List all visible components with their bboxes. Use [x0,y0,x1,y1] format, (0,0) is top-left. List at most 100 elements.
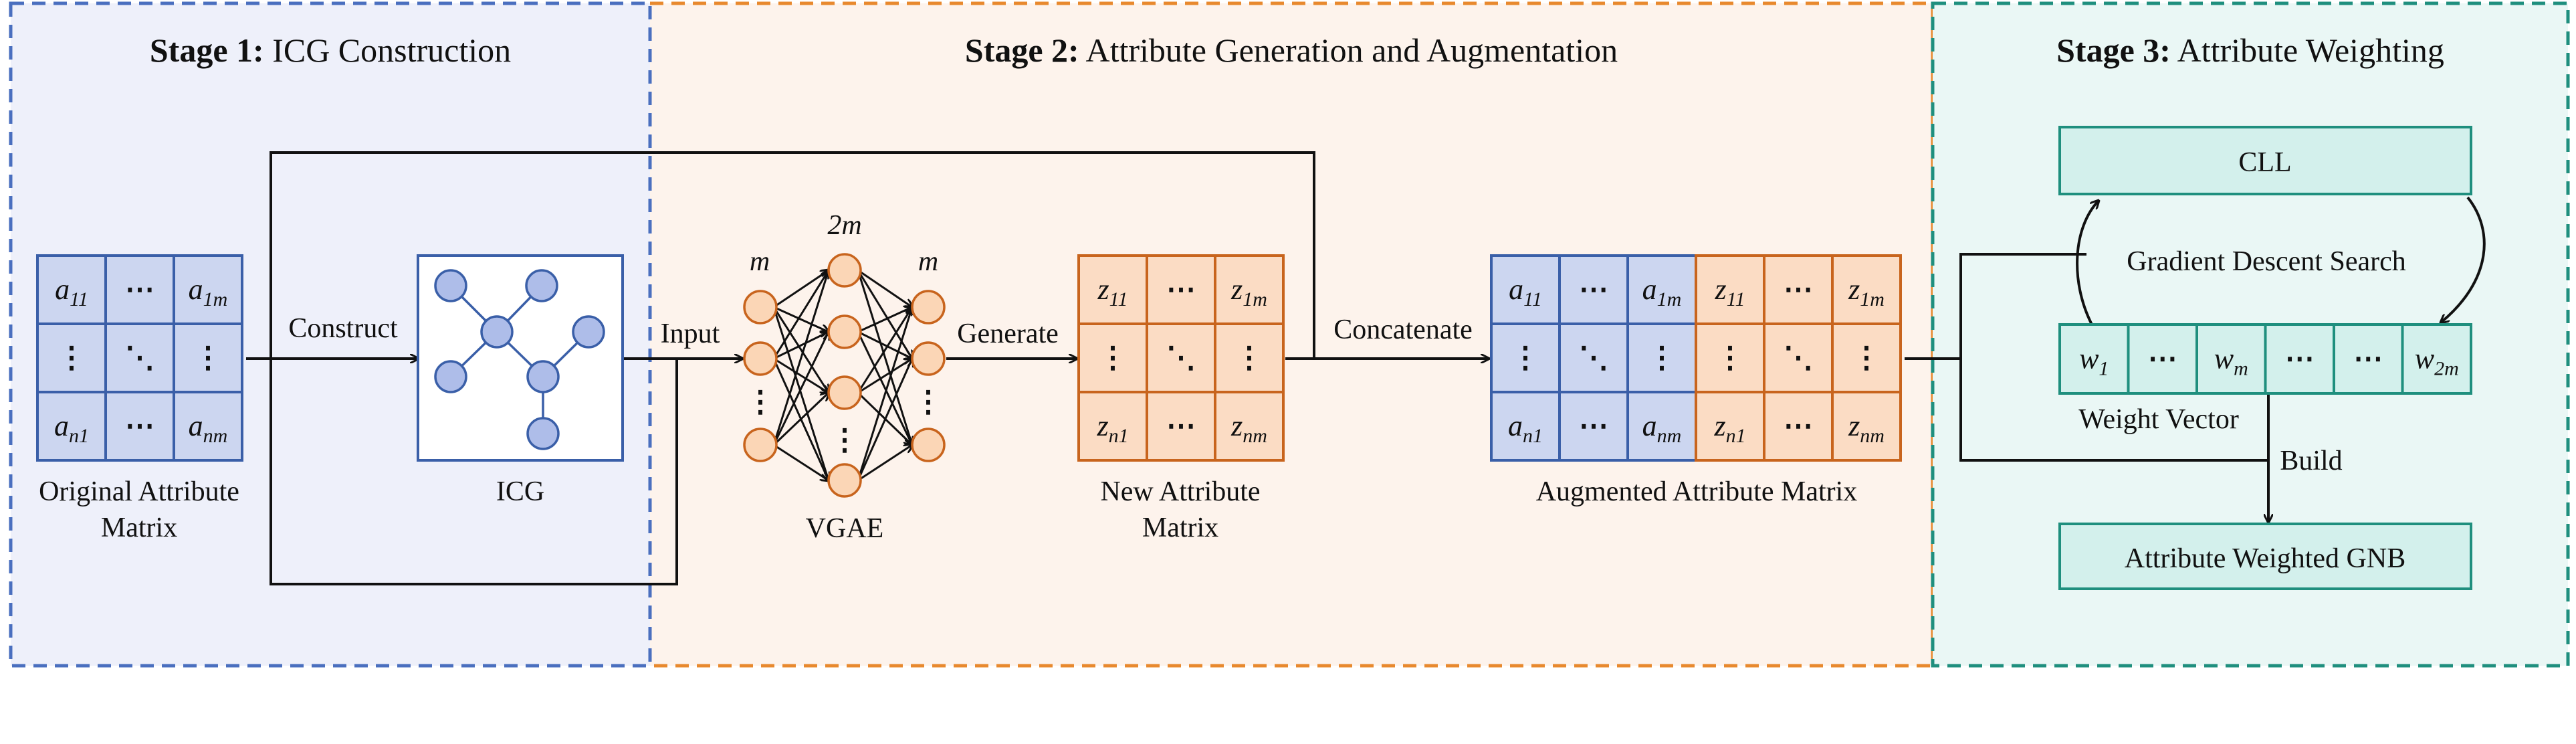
augmented-z-cell-text: zn1 [1713,409,1745,447]
icg-node [526,360,560,393]
new-matrix-cell-text: zn1 [1096,409,1128,447]
vgae-edge [857,270,912,445]
vgae-edge [857,331,912,359]
vgae-node [743,428,778,462]
augmented-a-cell-text: ⋮ [1647,341,1677,374]
gradient-descent-label: Gradient Descent Search [2127,246,2405,277]
original-attribute-matrix: a11⋯a1m⋮⋱⋮an1⋯anm [36,254,243,462]
new-matrix-cell-text: ⋯ [1166,273,1196,306]
original-matrix-cell [173,391,243,462]
nn-2m-label: 2m [827,210,861,241]
vgae-edge [773,332,829,360]
original-matrix-cell [104,391,175,462]
vgae-edge [857,359,912,481]
new-matrix-cell-text: z1m [1230,273,1267,310]
vgae-edge [772,306,829,480]
new-matrix-cell [1214,322,1285,393]
original-matrix-cell-text: ⋱ [125,341,154,374]
nn-m-left-label: m [750,246,770,277]
vgae-node [827,253,862,288]
icg-node [526,417,560,450]
new-matrix-cell-text: ⋱ [1166,341,1196,374]
vgae-node [911,428,946,462]
weight-cell [2401,323,2472,395]
augmented-z-cell [1695,322,1765,393]
stage3-bracket [1959,253,2268,462]
weight-cell-text: w1 [2079,343,2109,380]
vgae-node [911,290,946,324]
new-matrix-caption-line2: Matrix [1142,513,1218,543]
augmented-a-cell-text: a1m [1642,273,1682,310]
stage2-title: Stage 2: Attribute Generation and Augmen… [965,31,1618,69]
new-matrix-cell [1077,322,1148,393]
vgae-edge [772,332,829,446]
icg-node [572,315,605,349]
weight-cell [2333,323,2404,395]
vgae-edge [773,306,829,332]
original-matrix-cell-text: a1m [189,273,228,310]
vgae-edge [772,306,829,393]
new-matrix-cell-text: ⋮ [1098,341,1128,374]
vgae-vdots: ⋮ [830,424,859,456]
augmented-a-cell-text: ⋮ [1511,341,1540,374]
vgae-node [827,463,862,498]
original-matrix-cell [173,254,243,325]
augmented-z-cell-text: z11 [1715,273,1745,310]
svg-text:CLL: CLL [2238,147,2291,178]
original-matrix-cell-text: ⋯ [125,409,154,442]
augmented-z-cell [1831,391,1902,462]
vgae-node [911,341,946,376]
new-matrix-cell-text: z11 [1097,273,1128,310]
original-matrix-cell-text: ⋮ [193,341,223,374]
augmented-a-cell-text: ⋱ [1579,341,1608,374]
new-matrix-caption-line1: New Attribute [1100,476,1260,507]
new-matrix-cell-text: znm [1230,409,1267,447]
icg-node [434,269,467,302]
new-matrix-cell [1214,391,1285,462]
bottom-bypass-line [270,359,678,585]
icg-graph [417,254,624,462]
vgae-edge [857,307,912,393]
connectors [246,151,2486,585]
top-bypass-line [270,151,1315,359]
augmented-a-cell [1626,391,1697,462]
weight-cell-text: w2m [2415,343,2459,380]
augmented-z-cell-text: ⋯ [1784,273,1813,306]
weight-cell-text: wm [2214,343,2248,380]
build-label: Build [2280,446,2342,476]
original-matrix-caption-line2: Matrix [101,513,177,543]
gnb-box: Attribute Weighted GNB [2058,523,2472,590]
vgae-edge [857,307,912,333]
concatenate-label: Concatenate [1333,314,1473,345]
new-matrix-cell [1146,391,1216,462]
original-matrix-cell-text: an1 [54,409,89,447]
augmented-a-cell-text: ⋯ [1579,273,1608,306]
vgae-edge [773,444,829,480]
icg-node [434,360,467,393]
weight-cell-text: ⋯ [2148,343,2177,375]
vgae-edge [773,357,829,393]
new-attribute-matrix: z11⋯z1m⋮⋱⋮zn1⋯znm [1077,254,1285,462]
augmented-a-cell [1558,391,1629,462]
augmented-a-cell-text: an1 [1508,409,1543,447]
augmented-matrix-caption: Augmented Attribute Matrix [1536,476,1858,507]
generate-label: Generate [957,318,1059,349]
weight-cell-text: ⋯ [2285,343,2315,375]
vgae-edge [857,270,912,359]
augmented-a-cell-text: ⋯ [1579,409,1608,442]
stage3-title: Stage 3: Attribute Weighting [2056,31,2444,69]
augmented-a-cell [1490,391,1561,462]
augmented-z-cell-text: ⋱ [1784,341,1813,374]
vgae-vdots: ⋮ [746,385,775,418]
new-matrix-cell [1214,254,1285,325]
weight-cell [2058,323,2130,395]
vgae-caption: VGAE [806,513,884,544]
augmented-z-cell-text: z1m [1848,273,1885,310]
augmented-z-cell [1763,391,1834,462]
vgae-vdots: ⋮ [914,385,943,418]
vgae-edge [857,445,912,482]
vgae-edge [772,393,829,446]
augmented-z-cell [1831,322,1902,393]
new-matrix-cell-text: ⋯ [1166,409,1196,442]
